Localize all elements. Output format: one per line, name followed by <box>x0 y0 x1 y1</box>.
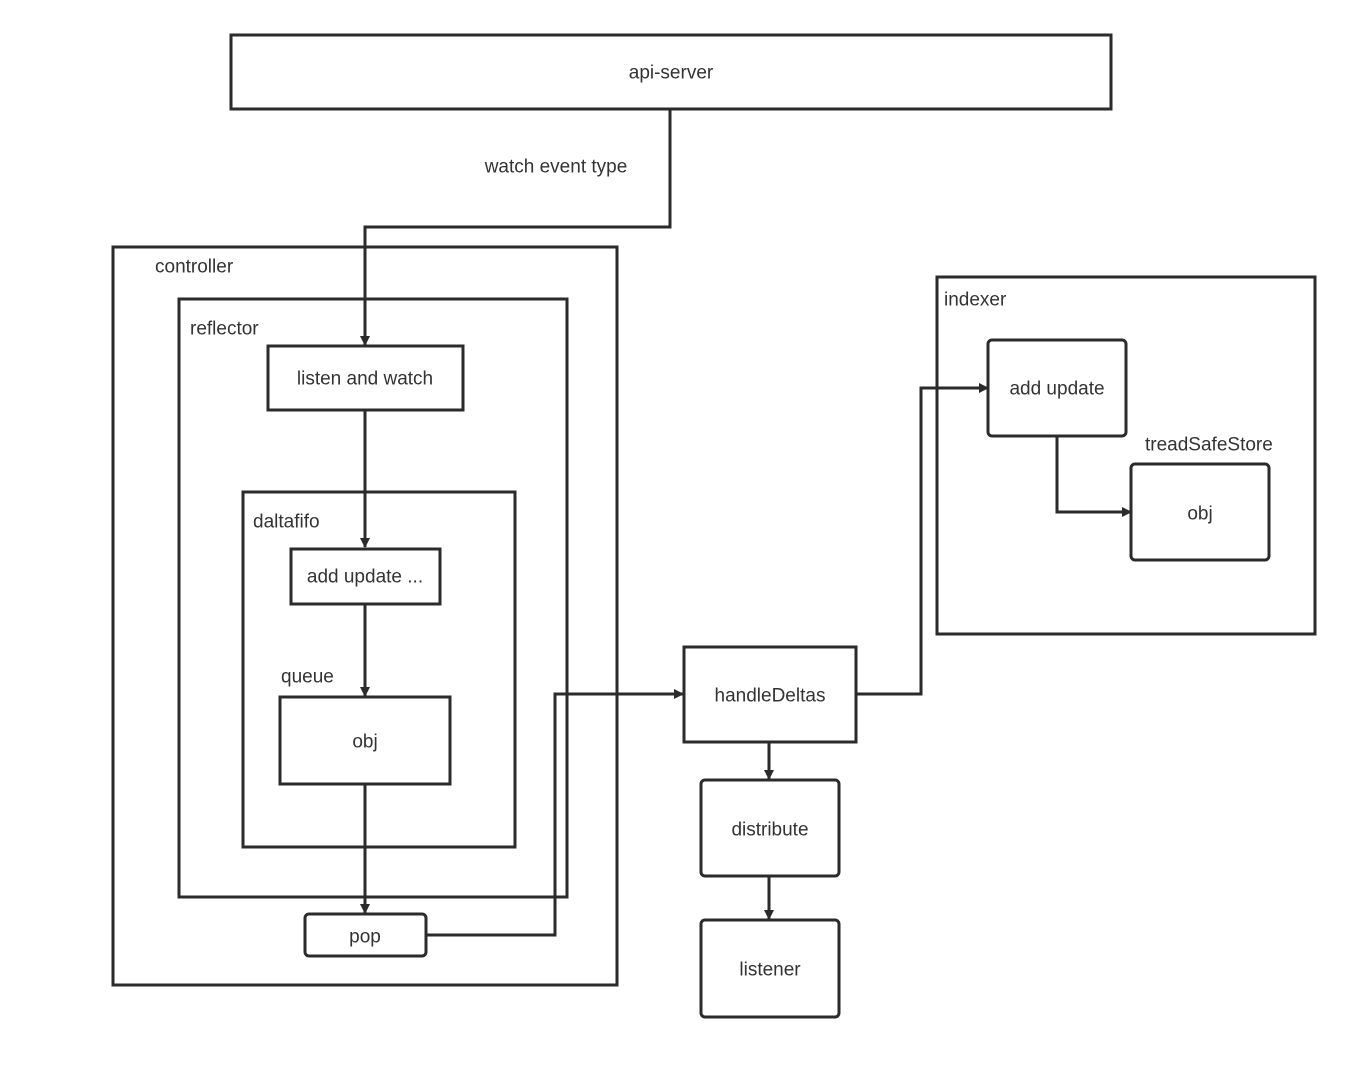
edge-handledeltas-to-indexer-addupdate <box>856 383 989 696</box>
pop-node[interactable]: pop <box>303 912 428 958</box>
handle-deltas-node[interactable]: handleDeltas <box>682 645 858 744</box>
listen-watch-node[interactable]: listen and watch <box>266 344 465 412</box>
listener-label: listener <box>739 960 801 981</box>
watch-event-label: watch event type <box>484 157 628 178</box>
deltafifo-container <box>241 490 517 849</box>
edge-apiserver-to-listen <box>360 109 672 346</box>
api-server-node[interactable]: api-server <box>229 33 1113 111</box>
queue-obj-node[interactable]: obj <box>278 695 452 786</box>
queue-label: queue <box>281 667 334 688</box>
reflector-label: reflector <box>190 319 259 340</box>
fifo-add-update-node[interactable]: add update ... <box>289 547 442 606</box>
indexer-label: indexer <box>944 290 1007 311</box>
deltafifo-label: daltafifo <box>253 512 320 533</box>
store-obj-label: obj <box>1187 504 1212 525</box>
edge-indexer-addupdate-to-store-obj <box>1055 436 1132 517</box>
store-obj-node[interactable]: obj <box>1129 462 1271 562</box>
indexer-add-update-label: add update <box>1009 379 1104 400</box>
queue-obj-label: obj <box>352 732 377 753</box>
api-server-label: api-server <box>629 63 714 84</box>
indexer-add-update-node[interactable]: add update <box>986 338 1128 438</box>
pop-label: pop <box>349 927 381 948</box>
distribute-node[interactable]: distribute <box>699 778 841 878</box>
edge-pop-to-handledeltas <box>426 689 684 937</box>
handle-deltas-label: handleDeltas <box>715 686 826 707</box>
listener-node[interactable]: listener <box>699 918 841 1019</box>
listen-watch-label: listen and watch <box>297 369 433 390</box>
fifo-add-update-label: add update ... <box>307 567 423 588</box>
reflector-container <box>177 297 569 899</box>
thread-safe-store-label: treadSafeStore <box>1145 435 1273 456</box>
distribute-label: distribute <box>731 820 808 841</box>
controller-label: controller <box>155 257 234 278</box>
indexer-container <box>935 275 1317 636</box>
